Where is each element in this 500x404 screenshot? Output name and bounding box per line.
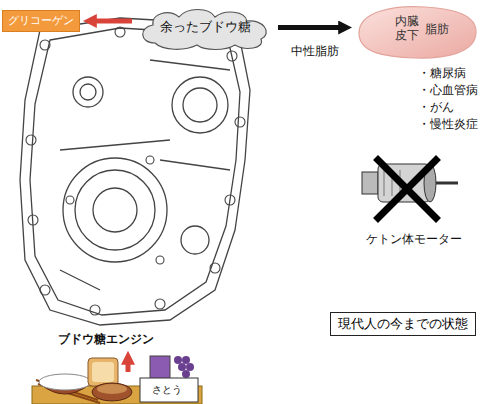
disease-item: ・糖尿病	[418, 66, 466, 80]
node-text: 現代人の今までの状態	[338, 317, 468, 332]
engine-drawing	[66, 196, 74, 204]
engine-drawing	[63, 158, 167, 262]
food-arrow	[128, 362, 129, 372]
arrow-connector	[278, 25, 341, 30]
engine-drawing	[20, 18, 250, 325]
engine-drawing	[235, 117, 245, 127]
engine-drawing	[26, 135, 36, 145]
engine-drawing	[115, 27, 125, 37]
food-tray	[32, 356, 202, 404]
food-arrow	[126, 362, 131, 372]
food-tray	[92, 362, 114, 382]
food-tray	[39, 374, 91, 390]
edge-label: 中性脂肪	[289, 44, 341, 58]
engine-drawing	[183, 88, 217, 122]
engine-drawing	[30, 28, 240, 315]
engine-drawing	[60, 60, 230, 290]
ketone-motor	[362, 172, 378, 194]
node-text: 余ったブドウ糖	[160, 20, 251, 35]
disease-item: ・心血管病	[418, 83, 478, 97]
engine-drawing	[40, 40, 50, 50]
engine-drawing	[181, 226, 209, 254]
cross-mark	[378, 160, 436, 218]
disease-item: ・慢性炎症	[418, 117, 478, 131]
cross-mark	[378, 160, 436, 218]
food-tray	[174, 356, 182, 364]
engine-drawing	[225, 195, 235, 205]
node-text: グリコーゲン	[8, 15, 74, 28]
engine-drawing	[172, 77, 228, 133]
fat-tissue: 内臓 皮下脂肪	[355, 3, 480, 61]
arrow-connector	[94, 19, 132, 24]
disease-item: ・がん	[418, 100, 454, 114]
food-tray	[92, 383, 132, 401]
engine-drawing	[40, 285, 50, 295]
engine-drawing	[90, 305, 100, 315]
sugar-label: さとう	[152, 384, 182, 396]
food-tray	[182, 356, 190, 364]
food-tray	[140, 378, 198, 402]
engine-drawing	[20, 18, 250, 325]
engine-drawing	[73, 77, 103, 107]
motor-label: ケトン体モーター	[366, 232, 462, 246]
engine-drawing	[93, 188, 137, 232]
engine-drawing	[146, 156, 154, 164]
engine-drawing	[210, 263, 220, 273]
food-tray	[182, 370, 190, 378]
ketone-motor	[384, 170, 385, 196]
node-text: 内臓 皮下	[395, 15, 421, 43]
engine-drawing	[80, 84, 96, 100]
engine-drawing	[28, 215, 38, 225]
food-tray	[186, 363, 194, 371]
caption-box: 現代人の今までの状態	[330, 312, 476, 336]
fat-tissue-outline	[359, 7, 476, 58]
engine-drawing	[227, 51, 237, 61]
node-text: 脂肪	[425, 23, 449, 37]
orange-box: グリコーゲン	[2, 10, 80, 32]
food-tray	[178, 363, 186, 371]
cloud-shape: 余ったブドウ糖	[135, 5, 275, 50]
food-tray	[88, 358, 118, 386]
food-tray	[97, 384, 127, 394]
engine-drawing	[75, 170, 155, 250]
cloud-shape-outline	[143, 10, 267, 50]
ketone-motor	[436, 182, 458, 185]
engine-label: ブドウ糖エンジン	[58, 332, 154, 346]
cross-mark	[378, 160, 436, 218]
engine-drawing	[155, 299, 165, 309]
engine-drawing	[156, 256, 164, 264]
engine-drawing	[26, 27, 245, 315]
